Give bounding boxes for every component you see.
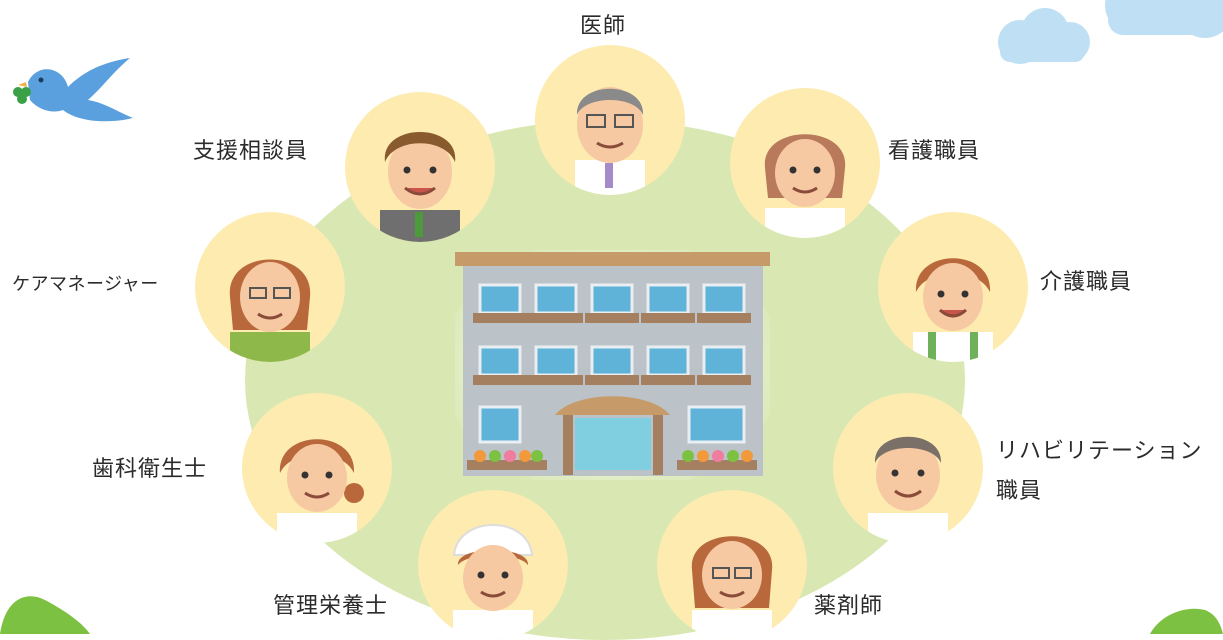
label-rehab-line1: リハビリテーション (996, 439, 1203, 464)
right-hill (1150, 608, 1223, 634)
bird-icon (13, 58, 133, 122)
label-rehab-line2: 職員 (996, 479, 1043, 504)
pharmacist-avatar (657, 490, 807, 640)
rehab-staff-avatar (833, 393, 983, 543)
label-care-worker: 介護職員 (1040, 270, 1133, 295)
clover-icon (13, 87, 31, 104)
building-icon (455, 250, 770, 480)
dental-hygienist-avatar (242, 393, 392, 543)
care-manager-avatar (195, 212, 345, 362)
label-dietitian: 管理栄養士 (273, 594, 389, 619)
dietitian-avatar (418, 490, 568, 640)
nurse-avatar (730, 88, 880, 238)
doctor-avatar (535, 45, 685, 195)
label-nurse: 看護職員 (888, 139, 981, 164)
label-pharmacist: 薬剤師 (814, 594, 884, 619)
label-counselor: 支援相談員 (193, 139, 309, 164)
left-hill (0, 596, 90, 634)
cloud-icon (998, 0, 1223, 64)
label-rehab-staff: リハビリテーション 職員 (996, 437, 1203, 507)
label-doctor: 医師 (580, 14, 627, 39)
label-dental-hygienist: 歯科衛生士 (92, 457, 208, 482)
care-worker-avatar (878, 212, 1028, 362)
label-care-manager: ケアマネージャー (12, 274, 159, 295)
counselor-avatar (345, 92, 495, 242)
